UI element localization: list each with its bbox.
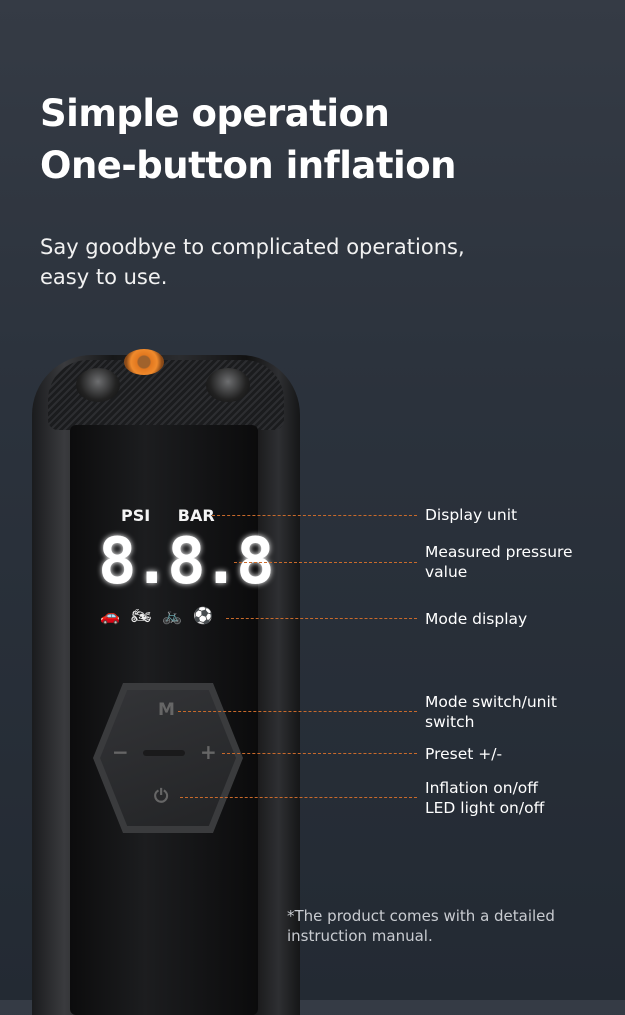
- callout-line-power: [180, 797, 417, 798]
- headline-line-1: Simple operation: [40, 92, 390, 135]
- callout-inflation: Inflation on/off LED light on/off: [425, 779, 545, 817]
- callout-measured-pressure: Measured pressure value: [425, 543, 573, 581]
- light-knob-right: [206, 368, 250, 402]
- mode-icons: 🚗 🏍 🚲 ⚽: [100, 606, 214, 625]
- manual-note: *The product comes with a detailed instr…: [287, 907, 555, 945]
- callout-display-unit: Display unit: [425, 506, 518, 524]
- light-knob-left: [76, 368, 120, 402]
- unit-indicator: PSI BAR: [121, 506, 215, 525]
- callout-line-unit: [212, 515, 417, 516]
- callout-line-mode: [226, 618, 417, 619]
- mode-button[interactable]: M: [158, 700, 175, 720]
- plus-button[interactable]: +: [200, 740, 217, 764]
- power-button[interactable]: ⏻: [154, 786, 169, 807]
- callout-preset: Preset +/-: [425, 745, 503, 763]
- button-divider: [143, 750, 185, 756]
- callout-mode-switch: Mode switch/unit switch: [425, 693, 557, 731]
- headline: Simple operation One-button inflation: [40, 88, 457, 192]
- subtitle: Say goodbye to complicated operations, e…: [40, 232, 465, 292]
- subtitle-line-2: easy to use.: [40, 265, 168, 289]
- callout-line-preset: [222, 753, 417, 754]
- air-valve: [124, 349, 164, 375]
- callout-line-pressure: [234, 562, 417, 563]
- control-pad: [100, 690, 236, 826]
- minus-button[interactable]: −: [112, 740, 129, 764]
- callout-mode-display: Mode display: [425, 610, 528, 628]
- headline-line-2: One-button inflation: [40, 144, 457, 187]
- subtitle-line-1: Say goodbye to complicated operations,: [40, 235, 465, 259]
- callout-line-mode-switch: [178, 711, 417, 712]
